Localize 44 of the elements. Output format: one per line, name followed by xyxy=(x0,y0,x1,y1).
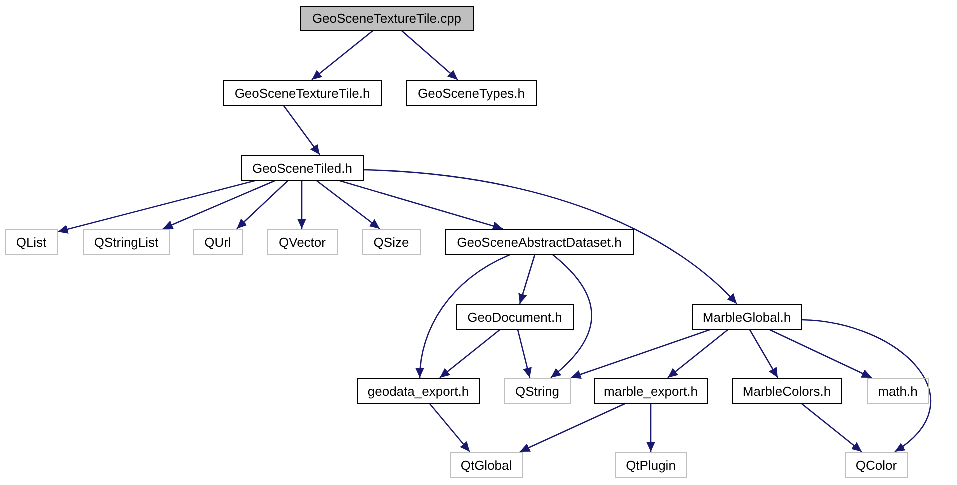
arrow xyxy=(518,254,536,304)
file-node: QString xyxy=(504,378,571,404)
arrow xyxy=(770,329,872,379)
file-node: GeoSceneTextureTile.cpp xyxy=(300,6,474,31)
arrow xyxy=(749,330,779,378)
file-node: QtGlobal xyxy=(450,452,523,478)
arrow xyxy=(312,30,374,80)
arrow xyxy=(668,330,728,378)
file-node: GeoSceneTypes.h xyxy=(406,80,537,106)
file-node: QList xyxy=(5,229,58,255)
arrow xyxy=(517,330,532,378)
arrow xyxy=(646,404,656,452)
file-node: GeoDocument.h xyxy=(456,304,574,330)
arrow xyxy=(283,106,321,156)
arrow xyxy=(58,180,256,234)
file-node: QSize xyxy=(362,229,421,255)
arrow xyxy=(402,30,458,80)
arrow xyxy=(364,169,738,304)
file-node: MarbleColors.h xyxy=(732,378,842,404)
file-node: QUrl xyxy=(193,229,243,255)
arrow xyxy=(430,404,470,452)
arrow xyxy=(162,180,276,230)
arrow xyxy=(298,181,306,229)
file-node: GeoSceneTextureTile.h xyxy=(223,80,382,106)
arrow xyxy=(520,403,626,453)
file-node: QtPlugin xyxy=(615,452,687,478)
file-node: GeoSceneTiled.h xyxy=(241,155,364,181)
file-node: MarbleGlobal.h xyxy=(692,304,802,330)
arrow xyxy=(570,329,710,379)
arrow xyxy=(550,254,592,378)
arrow xyxy=(316,180,380,230)
file-node: math.h xyxy=(867,378,929,404)
file-node: QVector xyxy=(267,229,338,255)
file-node: marble_export.h xyxy=(594,378,708,404)
arrow xyxy=(416,254,510,378)
file-node: QColor xyxy=(845,452,908,478)
arrow xyxy=(802,404,862,452)
file-node: GeoSceneAbstractDataset.h xyxy=(445,229,634,255)
file-node: geodata_export.h xyxy=(357,378,480,404)
file-node: QStringList xyxy=(83,229,170,255)
arrow xyxy=(802,319,932,453)
arrow xyxy=(340,180,504,230)
arrow xyxy=(236,180,288,230)
arrow xyxy=(440,330,500,378)
